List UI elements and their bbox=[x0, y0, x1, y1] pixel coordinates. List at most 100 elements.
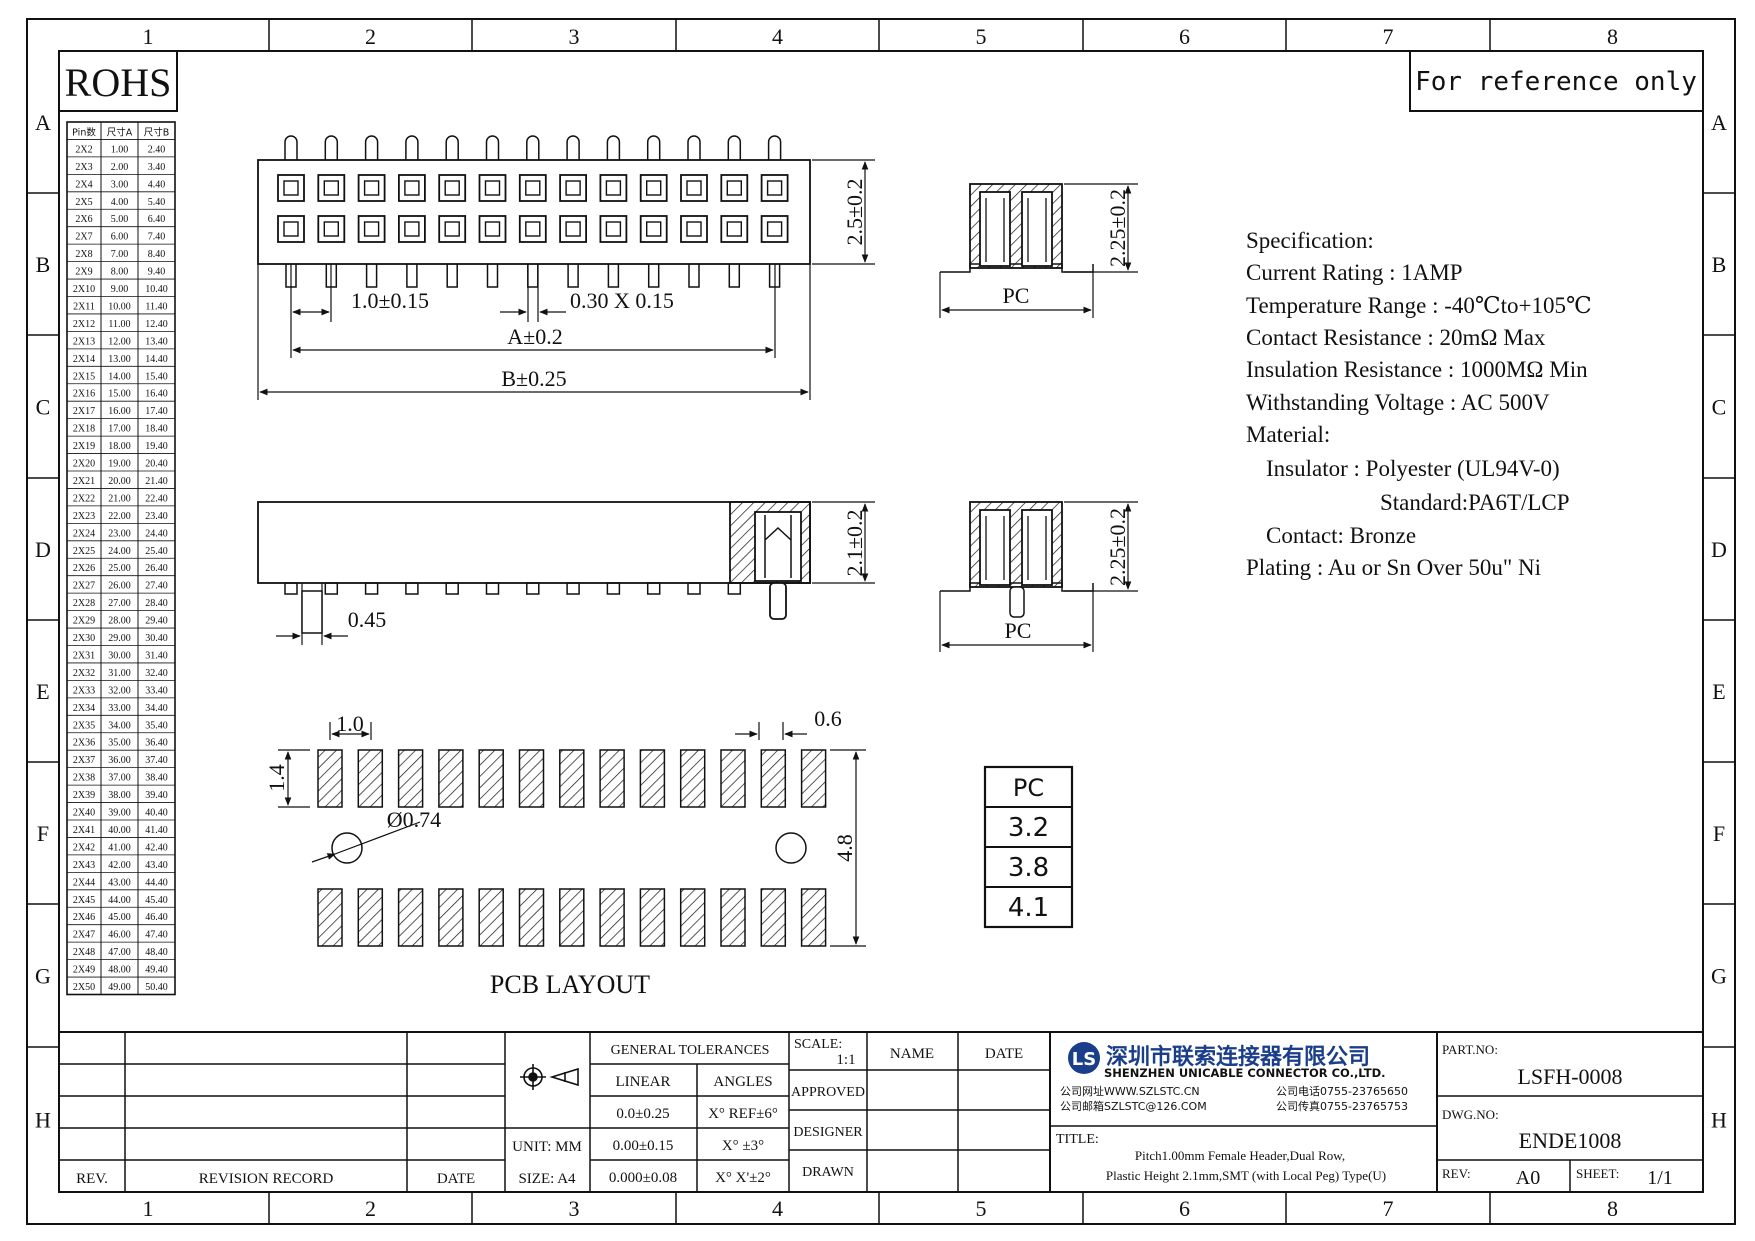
zone-column-label: 2 bbox=[365, 1196, 376, 1221]
rev-label: REV: bbox=[1442, 1166, 1471, 1181]
part-no-label: PART.NO: bbox=[1442, 1042, 1498, 1057]
spec-line: Insulator : Polyester (UL94V-0) bbox=[1266, 456, 1560, 481]
pin-table-cell: 2X7 bbox=[75, 232, 92, 243]
pin-table-cell: 43.40 bbox=[145, 860, 168, 871]
scale-label: SCALE: bbox=[794, 1037, 842, 1052]
pin-table-cell: 39.00 bbox=[108, 808, 131, 819]
pin-table-cell: 2X27 bbox=[73, 581, 95, 592]
zone-column-label: 4 bbox=[772, 1196, 783, 1221]
pin-table-cell: 2X21 bbox=[73, 476, 95, 487]
side-view bbox=[257, 501, 811, 620]
zone-row-label: B bbox=[36, 252, 51, 277]
pin-table-cell: 2X26 bbox=[73, 563, 95, 574]
zone-column-label: 7 bbox=[1383, 24, 1394, 49]
pin-table-cell: 8.00 bbox=[111, 267, 129, 278]
zone-column-label: 1 bbox=[143, 1196, 154, 1221]
pin-table-cell: 31.40 bbox=[145, 650, 168, 661]
pad-length-label: 1.4 bbox=[264, 764, 289, 792]
pin-table-cell: 30.40 bbox=[145, 633, 168, 644]
pin-table-cell: 50.40 bbox=[145, 982, 168, 993]
pin-table-cell: 45.40 bbox=[145, 895, 168, 906]
pin-table-cell: 47.00 bbox=[108, 947, 131, 958]
drawn-label: DRAWN bbox=[802, 1165, 854, 1180]
pin-table-cell: 2X25 bbox=[73, 546, 95, 557]
rev-header: REV. bbox=[76, 1171, 108, 1187]
pin-table-cell: 30.00 bbox=[108, 650, 131, 661]
pin-table-cell: 48.40 bbox=[145, 947, 168, 958]
company-name-cn: 深圳市联索连接器有限公司 bbox=[1106, 1044, 1370, 1070]
general-tolerances-header: GENERAL TOLERANCES bbox=[611, 1043, 770, 1058]
pin-table-header: 尺寸B bbox=[144, 126, 170, 138]
pin-table-cell: 34.40 bbox=[145, 703, 168, 714]
pin-table-cell: 2X39 bbox=[73, 790, 95, 801]
pin-table-cell: 23.00 bbox=[108, 528, 131, 539]
revision-record-header: REVISION RECORD bbox=[199, 1171, 334, 1187]
pin-table-cell: 24.40 bbox=[145, 528, 168, 539]
pin-table-cell: 36.40 bbox=[145, 738, 168, 749]
pin-table-cell: 37.00 bbox=[108, 773, 131, 784]
height-top-label: 2.5±0.2 bbox=[842, 178, 867, 245]
tolerance-angle-value: X° X'±2° bbox=[715, 1170, 771, 1186]
pin-table-cell: 4.00 bbox=[111, 197, 129, 208]
spec-line: Withstanding Voltage : AC 500V bbox=[1246, 390, 1550, 415]
zone-row-label: E bbox=[36, 679, 49, 704]
pin-table-cell: 2X37 bbox=[73, 755, 95, 766]
pin-table-cell: 37.40 bbox=[145, 755, 168, 766]
pin-table-cell: 2X11 bbox=[73, 301, 95, 312]
pin-table-cell: 2X41 bbox=[73, 825, 95, 836]
spec-line: Plating : Au or Sn Over 50u" Ni bbox=[1246, 555, 1541, 580]
pin-table-cell: 2X22 bbox=[73, 493, 95, 504]
pin-table-cell: 32.40 bbox=[145, 668, 168, 679]
pin-table-cell: 16.00 bbox=[108, 406, 131, 417]
pin-table-cell: 2X36 bbox=[73, 738, 95, 749]
pin-table-cell: 7.40 bbox=[148, 232, 166, 243]
zone-column-label: 2 bbox=[365, 24, 376, 49]
pin-table-cell: 41.40 bbox=[145, 825, 168, 836]
pin-table-cell: 2X32 bbox=[73, 668, 95, 679]
pin-table-cell: 44.40 bbox=[145, 877, 168, 888]
zone-row-label: G bbox=[35, 964, 51, 989]
pin-table-cell: 5.00 bbox=[111, 214, 129, 225]
pin-table-cell: 2X40 bbox=[73, 808, 95, 819]
title-line-2: Plastic Height 2.1mm,SMT (with Local Peg… bbox=[1106, 1168, 1386, 1183]
zone-column-label: 3 bbox=[569, 24, 580, 49]
pin-table-cell: 43.00 bbox=[108, 877, 131, 888]
pin-table-cell: 2X15 bbox=[73, 371, 95, 382]
pin-table-cell: 1.00 bbox=[111, 144, 129, 155]
pin-table-cell: 19.00 bbox=[108, 459, 131, 470]
part-no-value: LSFH-0008 bbox=[1517, 1064, 1622, 1089]
pin-table-cell: 32.00 bbox=[108, 685, 131, 696]
company-tel: 公司电话0755-23765650 bbox=[1276, 1085, 1408, 1098]
pin-table-cell: 21.00 bbox=[108, 493, 131, 504]
pin-table-cell: 46.40 bbox=[145, 912, 168, 923]
pin-table-cell: 34.00 bbox=[108, 720, 131, 731]
pin-table-cell: 28.00 bbox=[108, 616, 131, 627]
pin-table-cell: 2X18 bbox=[73, 424, 95, 435]
zone-column-label: 8 bbox=[1607, 24, 1618, 49]
zone-column-label: 5 bbox=[976, 1196, 987, 1221]
pin-table-cell: 6.40 bbox=[148, 214, 166, 225]
pin-table-cell: 21.40 bbox=[145, 476, 168, 487]
top-view-dimensions bbox=[257, 159, 875, 400]
spec-line: Insulation Resistance : 1000MΩ Min bbox=[1246, 357, 1588, 382]
spec-line: Standard:PA6T/LCP bbox=[1380, 490, 1570, 515]
pin-table-cell: 44.00 bbox=[108, 895, 131, 906]
company-email: 公司邮箱SZLSTC@126.COM bbox=[1060, 1099, 1207, 1113]
pin-table-cell: 2X5 bbox=[75, 197, 92, 208]
dwg-no-label: DWG.NO: bbox=[1442, 1107, 1499, 1122]
side-view-dimensions bbox=[276, 501, 875, 645]
pin-table-cell: 26.40 bbox=[145, 563, 168, 574]
pcb-dimensions bbox=[278, 722, 866, 947]
pin-table-cell: 20.40 bbox=[145, 459, 168, 470]
pin-table-cell: 2X3 bbox=[75, 162, 92, 173]
zone-column-label: 6 bbox=[1179, 1196, 1190, 1221]
pin-table-cell: 38.00 bbox=[108, 790, 131, 801]
pin-table-cell: 5.40 bbox=[148, 197, 166, 208]
name-header: NAME bbox=[890, 1046, 934, 1062]
tolerance-linear-value: 0.0±0.25 bbox=[616, 1106, 669, 1122]
date-header: DATE bbox=[437, 1171, 475, 1187]
tolerance-linear-value: 0.00±0.15 bbox=[613, 1138, 674, 1154]
unit-label: UNIT: MM bbox=[512, 1139, 582, 1155]
zone-row-label: C bbox=[36, 395, 51, 420]
